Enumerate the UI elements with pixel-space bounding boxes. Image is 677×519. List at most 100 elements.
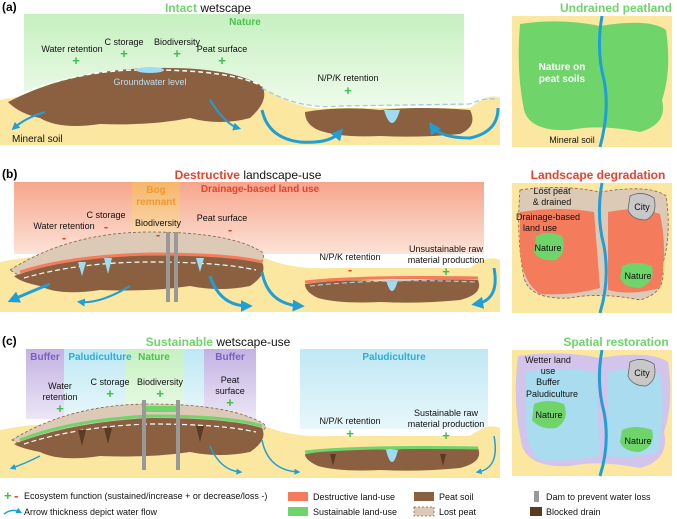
map-c-river — [597, 349, 608, 477]
peat-surface-label: Peat surface — [197, 213, 248, 223]
biodiversity-label: Biodiversity — [137, 377, 184, 387]
sustainable-surface — [19, 414, 263, 442]
groundwater-line-right — [309, 280, 477, 287]
biodiversity-label: Biodiversity — [154, 37, 201, 47]
minus-sign: - — [348, 262, 352, 277]
map-a-nature-label: Nature on — [539, 62, 586, 73]
npk-label: N/P/K retention — [319, 252, 380, 262]
blocked-drain — [330, 454, 336, 466]
legend-peat: Peat soil — [439, 492, 474, 502]
water-retention-label: Water retention — [33, 221, 94, 231]
nature-label: Nature — [138, 352, 170, 363]
c-storage-label: C storage — [86, 210, 125, 220]
plus-sign: + — [72, 53, 80, 68]
panel-b-letter: (b) — [2, 167, 17, 181]
legend-sustainable-swatch — [288, 507, 308, 516]
map-c-wetter-label: use — [541, 366, 556, 376]
paludiculture-band — [184, 349, 204, 419]
panel-c: (c) Sustainable wetscape-use Buffer Palu… — [0, 334, 672, 478]
dam-post — [166, 232, 170, 302]
panel-c-title: Sustainable wetscape-use — [146, 335, 291, 349]
raw-material-label: Sustainable raw — [414, 408, 479, 418]
panel-a-letter: (a) — [2, 0, 17, 14]
legend-lost: Lost peat — [439, 507, 477, 517]
peat-dome — [8, 67, 265, 126]
water-retention-label: retention — [42, 392, 77, 402]
c-storage-label: C storage — [104, 37, 143, 47]
groundwater-line — [23, 261, 257, 279]
minus-sign: - — [62, 230, 66, 245]
legend-plus: + — [4, 488, 12, 503]
blocked-drain — [78, 430, 86, 446]
map-a-nature-label: peat soils — [539, 74, 586, 85]
peat-surface-label: Peat — [221, 375, 240, 385]
raw-material-label: material production — [408, 419, 485, 429]
buffer-band — [204, 349, 256, 419]
map-b-drainage-label: Drainage-based — [516, 212, 580, 222]
paludiculture-band — [300, 349, 488, 429]
peat-basin — [305, 279, 480, 303]
paludiculture-label: Paludiculture — [362, 352, 426, 363]
flow-arrow — [261, 439, 301, 475]
minus-sign: - — [228, 222, 232, 237]
map-c-nature — [532, 401, 566, 429]
destructive-surface — [19, 252, 263, 274]
river-channel — [384, 110, 400, 123]
map-b-nature — [620, 263, 653, 288]
drain — [196, 258, 204, 272]
dam-post — [176, 400, 180, 470]
plus-sign: + — [56, 401, 64, 416]
map-c-nature — [620, 427, 653, 452]
plus-sign: + — [218, 53, 226, 68]
map-c-buffer-label: Buffer — [536, 377, 560, 387]
pool — [136, 67, 164, 73]
flow-arrow — [76, 285, 131, 307]
panel-c-letter: (c) — [2, 334, 17, 348]
map-b-drainage-label: land use — [523, 223, 557, 233]
map-b-lost-label: Lost peat — [533, 186, 571, 196]
drainage-band-label: Drainage-based land use — [201, 184, 320, 195]
dam-post — [142, 400, 146, 470]
blocked-drain — [104, 428, 112, 444]
map-c-wetter-label: Wetter land — [525, 355, 571, 365]
npk-label: N/P/K retention — [319, 416, 380, 426]
legend: + - Ecosystem function (sustained/increa… — [3, 488, 651, 517]
plus-sign: + — [346, 426, 354, 441]
bog-label: remnant — [136, 197, 176, 208]
destructive-surface — [304, 276, 479, 284]
flow-arrow — [260, 271, 305, 312]
flow-arrow — [9, 455, 41, 470]
map-c-city-label: City — [634, 368, 650, 378]
legend-blocked-swatch — [530, 507, 542, 516]
map-c-title: Spatial restoration — [563, 335, 668, 349]
plus-sign: + — [106, 386, 114, 401]
water-retention-label: Water — [48, 381, 72, 391]
paludiculture-label: Paludiculture — [68, 352, 132, 363]
dam-post — [174, 232, 178, 302]
water-retention-label: Water retention — [41, 44, 102, 54]
map-b-city-label: City — [634, 202, 650, 212]
map-b-lost-label: & drained — [533, 197, 572, 207]
peat-surface-label: Peat surface — [197, 44, 248, 54]
plus-sign: + — [442, 428, 450, 443]
buffer-label: Buffer — [30, 352, 60, 363]
river-channel — [386, 280, 398, 291]
flow-arrow — [475, 435, 496, 475]
plus-sign: + — [173, 46, 181, 61]
map-c-city — [627, 359, 656, 387]
legend-arrow-icon — [3, 507, 23, 515]
legend-dam-icon — [534, 491, 539, 502]
raw-material-label: material production — [408, 255, 485, 265]
panel-a: (a) Intact wetscape Nature Water retenti… — [0, 0, 672, 148]
legend-blocked: Blocked drain — [546, 507, 601, 517]
legend-ecosystem: Ecosystem function (sustained/increase +… — [24, 491, 267, 501]
map-b-river — [597, 182, 608, 314]
legend-dam: Dam to prevent water loss — [546, 492, 651, 502]
biodiversity-label: Biodiversity — [135, 218, 182, 228]
groundwater-label: Groundwater level — [113, 77, 186, 87]
groundwater-line-right — [261, 87, 499, 108]
map-b-nature — [534, 233, 564, 261]
c-storage-label: C storage — [90, 377, 129, 387]
blocked-drain — [440, 454, 446, 466]
panel-a-title: Intact wetscape — [165, 1, 251, 15]
